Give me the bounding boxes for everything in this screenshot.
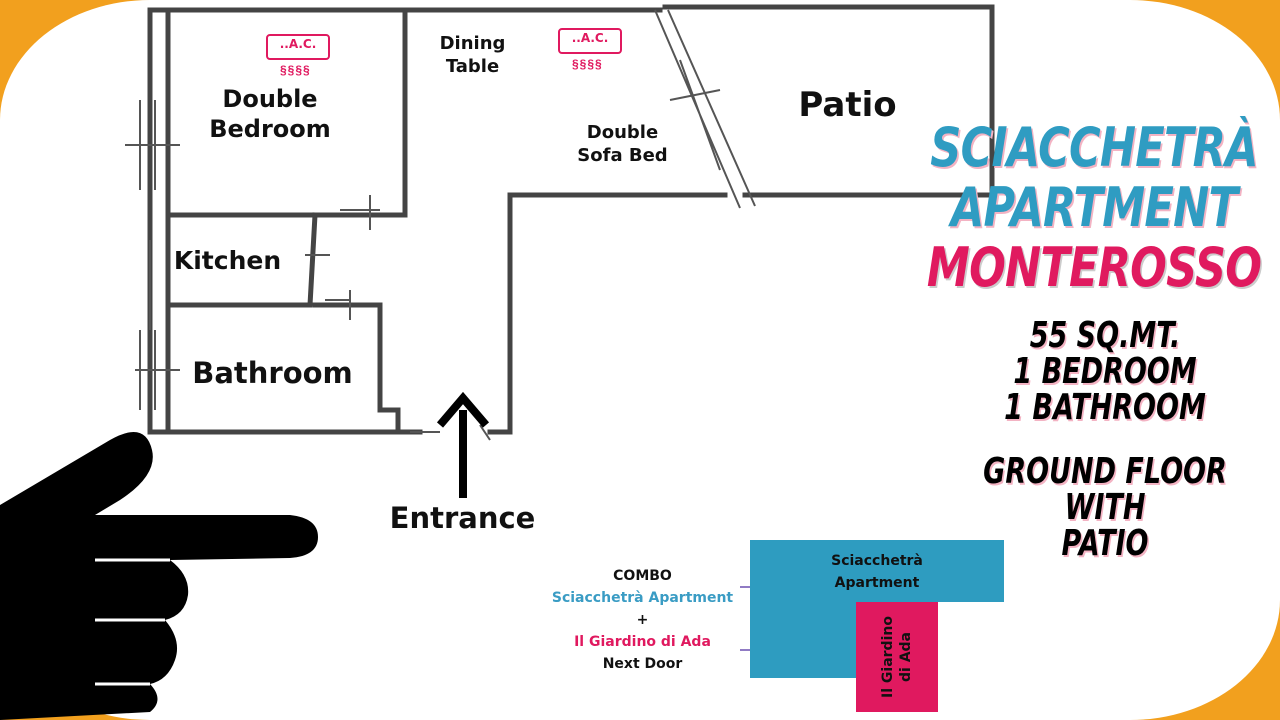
apartment-specs: 55 SQ.MT. 1 BEDROOM 1 BATHROOM (978, 318, 1233, 426)
wall-patio (662, 4, 995, 198)
floor-line-3: PATIO (1061, 523, 1149, 564)
spec-bedrooms: 1 BEDROOM (1013, 351, 1197, 392)
combo-next-door: Next Door (602, 656, 683, 672)
entrance-label: Entrance (389, 501, 536, 535)
entrance-arrow (436, 391, 490, 498)
title-line-2: APARTMENT (950, 176, 1238, 239)
room-label-sofa-bed: Double Sofa Bed (577, 122, 668, 166)
combo-map-giardino-block (856, 602, 938, 712)
combo-giardino: Il Giardino di Ada (574, 634, 711, 650)
ac-unit-bedroom-icon: ..A.C. §§§§ (266, 34, 330, 78)
room-label-double-bedroom: Double Bedroom (209, 85, 331, 143)
combo-map-apartment-label: Sciacchetrà Apartment (831, 553, 923, 591)
floor-line-2: WITH (1064, 487, 1146, 528)
floor-line-1: GROUND FLOOR (983, 451, 1227, 492)
title-line-3: MONTEROSSO (926, 236, 1262, 299)
title-block: SCIACCHETRÀ APARTMENT MONTEROSSO (926, 118, 1262, 298)
room-label-bathroom: Bathroom (192, 356, 353, 390)
combo-map-apartment-block-lower (750, 540, 856, 678)
title-line-1: SCIACCHETRÀ (930, 116, 1258, 179)
spec-bathrooms: 1 BATHROOM (1004, 387, 1206, 428)
ac-unit-living-icon: ..A.C. §§§§ (558, 28, 622, 72)
combo-apartment: Sciacchetrà Apartment (551, 590, 734, 606)
wall-inner (165, 7, 408, 435)
pointing-hand-icon (0, 432, 318, 720)
spec-size: 55 SQ.MT. (1029, 315, 1181, 356)
combo-heading: COMBO (613, 568, 672, 584)
room-label-dining-table: Dining Table (439, 33, 506, 77)
combo-plus: + (636, 612, 649, 628)
combo-text: COMBO Sciacchetrà Apartment + Il Giardin… (530, 565, 755, 675)
wall-diagonal (654, 9, 756, 209)
room-label-kitchen: Kitchen (173, 246, 282, 275)
window-marks (125, 89, 721, 441)
apartment-floor: GROUND FLOOR WITH PATIO (978, 454, 1233, 562)
room-label-patio: Patio (798, 85, 897, 125)
